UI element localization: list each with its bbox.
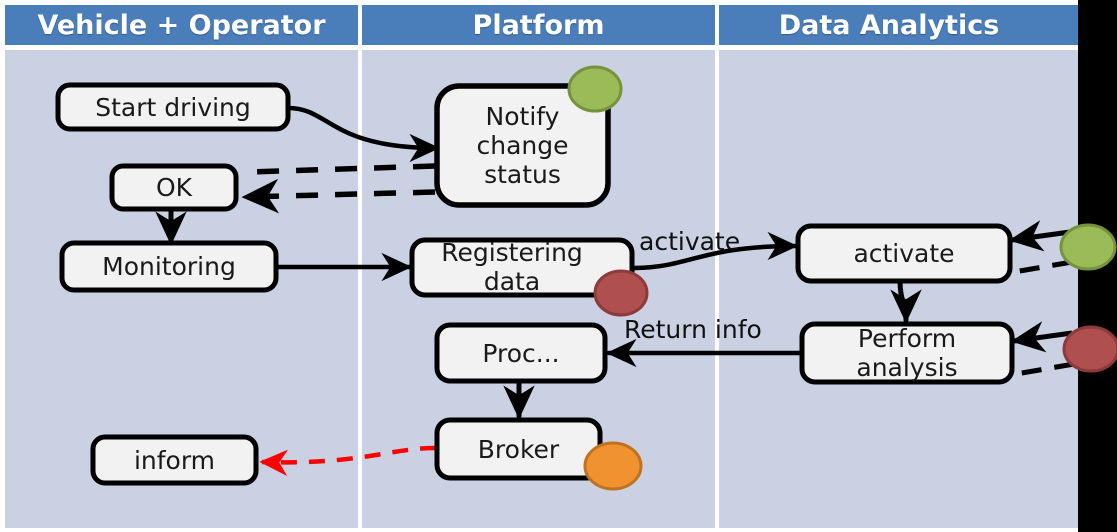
edge-start-driving-to-notify [285,105,440,163]
edge-notify-to-ok-dashed-upper [247,163,436,175]
tail-green-activate-lower [1013,259,1073,275]
node-shape-inform[interactable] [90,434,259,486]
marker-green-notify-icon[interactable] [567,65,623,113]
node-shape-broker[interactable] [434,417,603,481]
edge-broker-to-inform [259,445,437,476]
marker-orange-broker-icon[interactable] [583,441,643,491]
edge-registering-to-activate [630,231,798,271]
node-shape-proc[interactable] [434,322,608,384]
marker-green-activate-icon[interactable] [1059,223,1117,271]
node-shapes [55,82,1015,486]
marker-red-perform-icon[interactable] [1062,325,1117,373]
edge-label-activate: activate [639,227,741,256]
node-shape-monitoring[interactable] [59,240,279,293]
tail-red-perform-upper [1010,321,1073,353]
node-shape-registering-data[interactable] [409,237,635,298]
node-shape-activate[interactable] [795,223,1013,284]
node-shape-notify-change-status[interactable] [434,83,611,208]
status-marker-circles [567,65,1117,491]
lane-header-data-analytics [719,5,1078,45]
lane-divider-1 [358,50,362,528]
node-shape-perform-analysis[interactable] [799,321,1015,385]
edge-label-return-info: Return info [624,315,762,344]
lane-divider-2 [715,50,719,528]
lane-title-platform: Platform [472,9,605,41]
node-shape-ok[interactable] [109,163,239,212]
edge-activate-to-perform-analysis [890,278,922,324]
lane-title-vehicle-operator: Vehicle + Operator [37,9,326,41]
lane-header-platform [362,5,715,45]
lane-title-data-analytics: Data Analytics [778,9,1000,41]
tail-green-activate-upper [1008,220,1071,252]
marker-red-registering-icon[interactable] [593,269,649,317]
node-shape-start-driving[interactable] [55,82,291,132]
tail-red-perform-lower [1015,361,1075,377]
edge-notify-to-ok-dashed-lower [241,178,436,214]
lane-header-vehicle-operator [5,5,358,45]
